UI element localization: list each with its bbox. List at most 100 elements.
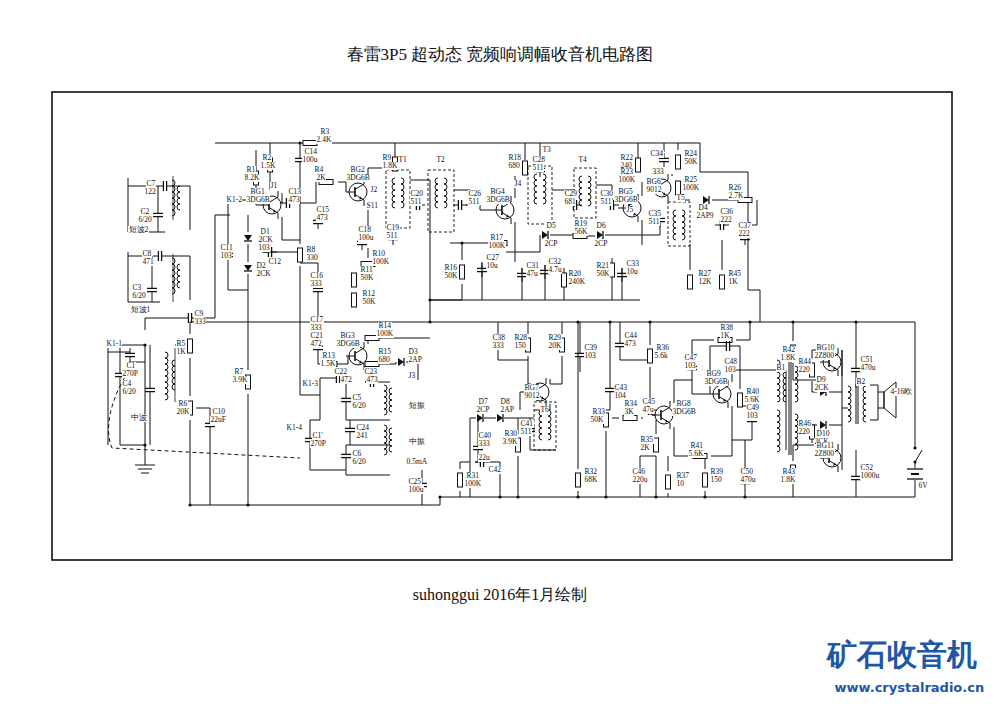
part-label: R15 xyxy=(378,348,392,356)
part-label: C52 xyxy=(860,464,874,472)
part-label: BG3 xyxy=(340,332,355,340)
transistor-symbol xyxy=(661,401,670,413)
part-label: R10 xyxy=(372,250,386,258)
part-label: 短波2 xyxy=(128,226,149,234)
resistor-symbol xyxy=(188,339,193,353)
part-label: 2AP9 xyxy=(696,212,714,220)
wire xyxy=(580,362,581,372)
part-label: 511 xyxy=(648,218,660,226)
part-label: 10u xyxy=(626,268,638,276)
part-label: 3DG6B xyxy=(704,378,728,386)
part-label: 471 xyxy=(142,258,154,266)
wire xyxy=(550,235,574,236)
junction-dot xyxy=(743,495,746,498)
part-label: 1.5K xyxy=(260,162,276,170)
resistor-symbol xyxy=(458,473,463,487)
part-label: 333 xyxy=(652,168,664,176)
part-label: 3.9K xyxy=(502,438,518,446)
part-label: C14 xyxy=(304,148,318,156)
part-label: D2 xyxy=(256,262,266,270)
wire xyxy=(190,322,300,334)
part-label: C11 xyxy=(220,244,233,252)
part-label: 22uF xyxy=(210,416,226,424)
part-label: J2 xyxy=(370,186,378,194)
part-label: 2CP xyxy=(476,406,490,414)
capacitor-symbol xyxy=(610,383,611,388)
part-label: R18 xyxy=(508,154,522,162)
capacitor-symbol xyxy=(752,422,753,427)
junction-dot xyxy=(791,320,794,323)
part-label: C33 xyxy=(626,260,640,268)
resistor-symbol xyxy=(648,349,653,363)
part-label: 511 xyxy=(410,198,422,206)
wire xyxy=(145,318,183,330)
wire xyxy=(190,420,240,505)
transistor-symbol xyxy=(723,399,726,402)
part-label: C32 xyxy=(548,258,562,266)
wire xyxy=(196,408,210,418)
part-label: D7 xyxy=(478,398,488,406)
part-label: C20 xyxy=(410,190,424,198)
part-label: R29 xyxy=(548,334,562,342)
part-label: C46 xyxy=(632,468,646,476)
wire xyxy=(167,256,190,300)
speaker-symbol xyxy=(878,392,884,408)
wire xyxy=(870,408,878,420)
wire xyxy=(690,244,691,270)
part-label: R8 xyxy=(306,246,316,254)
diode-symbol xyxy=(825,421,826,429)
resistor-symbol xyxy=(352,293,357,307)
part-label: 8.2K xyxy=(244,174,260,182)
transistor-symbol xyxy=(820,458,829,459)
part-label: C22 xyxy=(334,368,348,376)
resistor-symbol xyxy=(636,158,641,172)
capacitor-symbol xyxy=(522,268,523,273)
wire xyxy=(248,244,249,262)
capacitor-symbol xyxy=(580,348,581,353)
part-label: 100K xyxy=(372,258,390,266)
wire xyxy=(108,352,130,353)
wire xyxy=(732,370,780,382)
capacitor-symbol xyxy=(152,283,153,288)
wire xyxy=(620,352,650,360)
diode-symbol xyxy=(244,270,252,271)
part-label: K1-3 xyxy=(302,380,318,388)
wire xyxy=(460,462,470,469)
part-label: BG2 xyxy=(350,166,365,174)
part-label: BG11 xyxy=(816,442,835,450)
wire xyxy=(138,469,152,470)
part-label: 333 xyxy=(194,318,206,326)
part-label: C18 xyxy=(358,226,372,234)
capacitor-symbol xyxy=(318,224,319,229)
capacitor-symbol xyxy=(120,377,121,382)
capacitor-symbol xyxy=(346,449,347,454)
part-label: 103 xyxy=(746,412,758,420)
wire xyxy=(128,178,165,232)
part-label: C12 xyxy=(268,258,282,266)
wire xyxy=(350,420,351,423)
part-label: 473 xyxy=(624,340,636,348)
part-label: D9 xyxy=(816,376,826,384)
capacitor-symbol xyxy=(856,471,857,476)
part-label: C43 xyxy=(614,384,628,392)
wire xyxy=(506,235,540,252)
capacitor-symbol xyxy=(614,205,619,206)
part-label: 50K xyxy=(444,272,458,280)
coil-symbol xyxy=(384,385,387,415)
transistor-symbol xyxy=(359,197,362,200)
part-label: D10 xyxy=(816,430,830,438)
wire xyxy=(829,425,842,426)
wire xyxy=(562,322,563,334)
part-label: 0.5mA xyxy=(406,458,428,466)
part-label: 472 xyxy=(310,340,322,348)
coil-symbol xyxy=(172,360,175,390)
part-label: 333 xyxy=(492,342,504,350)
part-label: R20 xyxy=(568,270,582,278)
transistor-symbol xyxy=(829,461,838,473)
part-label: 473 xyxy=(366,376,378,384)
part-label: C35 xyxy=(648,210,662,218)
part-label: 20K xyxy=(176,408,190,416)
part-label: BG9 xyxy=(706,370,721,378)
junction-dot xyxy=(298,141,301,144)
